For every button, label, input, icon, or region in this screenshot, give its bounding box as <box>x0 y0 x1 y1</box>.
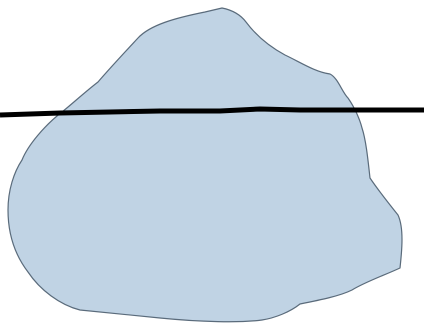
irregular-shape <box>8 8 402 322</box>
